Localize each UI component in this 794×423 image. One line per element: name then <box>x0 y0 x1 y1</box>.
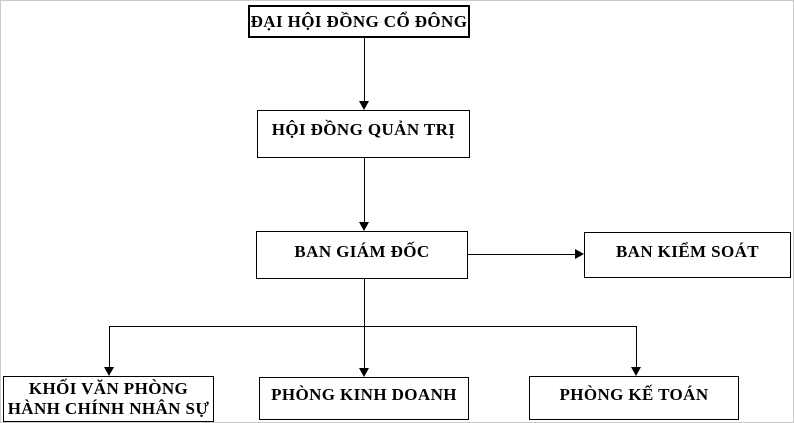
node-admin-hr-office: KHỐI VĂN PHÒNG HÀNH CHÍNH NHÂN SỰ <box>3 376 214 422</box>
connector-board-to-management-line <box>364 158 365 223</box>
connector-branch-to-admin-hr-line <box>109 326 110 368</box>
node-supervisory-board: BAN KIỂM SOÁT <box>584 232 791 278</box>
connector-management-stem-line <box>364 278 365 326</box>
node-sales-department-label: PHÒNG KINH DOANH <box>271 385 457 404</box>
node-board-of-management-label: BAN GIÁM ĐỐC <box>294 242 430 261</box>
node-admin-hr-office-label-line1: KHỐI VĂN PHÒNG <box>28 379 189 398</box>
node-accounting-department-label: PHÒNG KẾ TOÁN <box>559 385 709 404</box>
arrowhead-down-icon <box>359 368 369 377</box>
node-board-of-management: BAN GIÁM ĐỐC <box>256 231 468 279</box>
node-board-of-directors-label: HỘI ĐỒNG QUẢN TRỊ <box>271 120 456 139</box>
node-admin-hr-office-label-line2: HÀNH CHÍNH NHÂN SỰ <box>7 399 210 418</box>
connector-management-to-supervisory-line <box>468 254 576 255</box>
node-shareholders-meeting-label: ĐẠI HỘI ĐỒNG CỔ ĐÔNG <box>250 11 468 31</box>
arrowhead-down-icon <box>631 367 641 376</box>
arrowhead-down-icon <box>104 367 114 376</box>
node-accounting-department: PHÒNG KẾ TOÁN <box>529 376 739 420</box>
node-supervisory-board-label: BAN KIỂM SOÁT <box>615 242 760 261</box>
connector-branch-horizontal-line <box>109 326 637 327</box>
arrowhead-right-icon <box>575 249 584 259</box>
arrowhead-down-icon <box>359 101 369 110</box>
connector-branch-to-sales-line <box>364 326 365 369</box>
connector-shareholders-to-board-line <box>364 38 365 102</box>
node-sales-department: PHÒNG KINH DOANH <box>259 377 469 420</box>
node-board-of-directors: HỘI ĐỒNG QUẢN TRỊ <box>257 110 470 158</box>
node-shareholders-meeting: ĐẠI HỘI ĐỒNG CỔ ĐÔNG <box>248 5 470 38</box>
arrowhead-down-icon <box>359 222 369 231</box>
connector-branch-to-accounting-line <box>636 326 637 368</box>
